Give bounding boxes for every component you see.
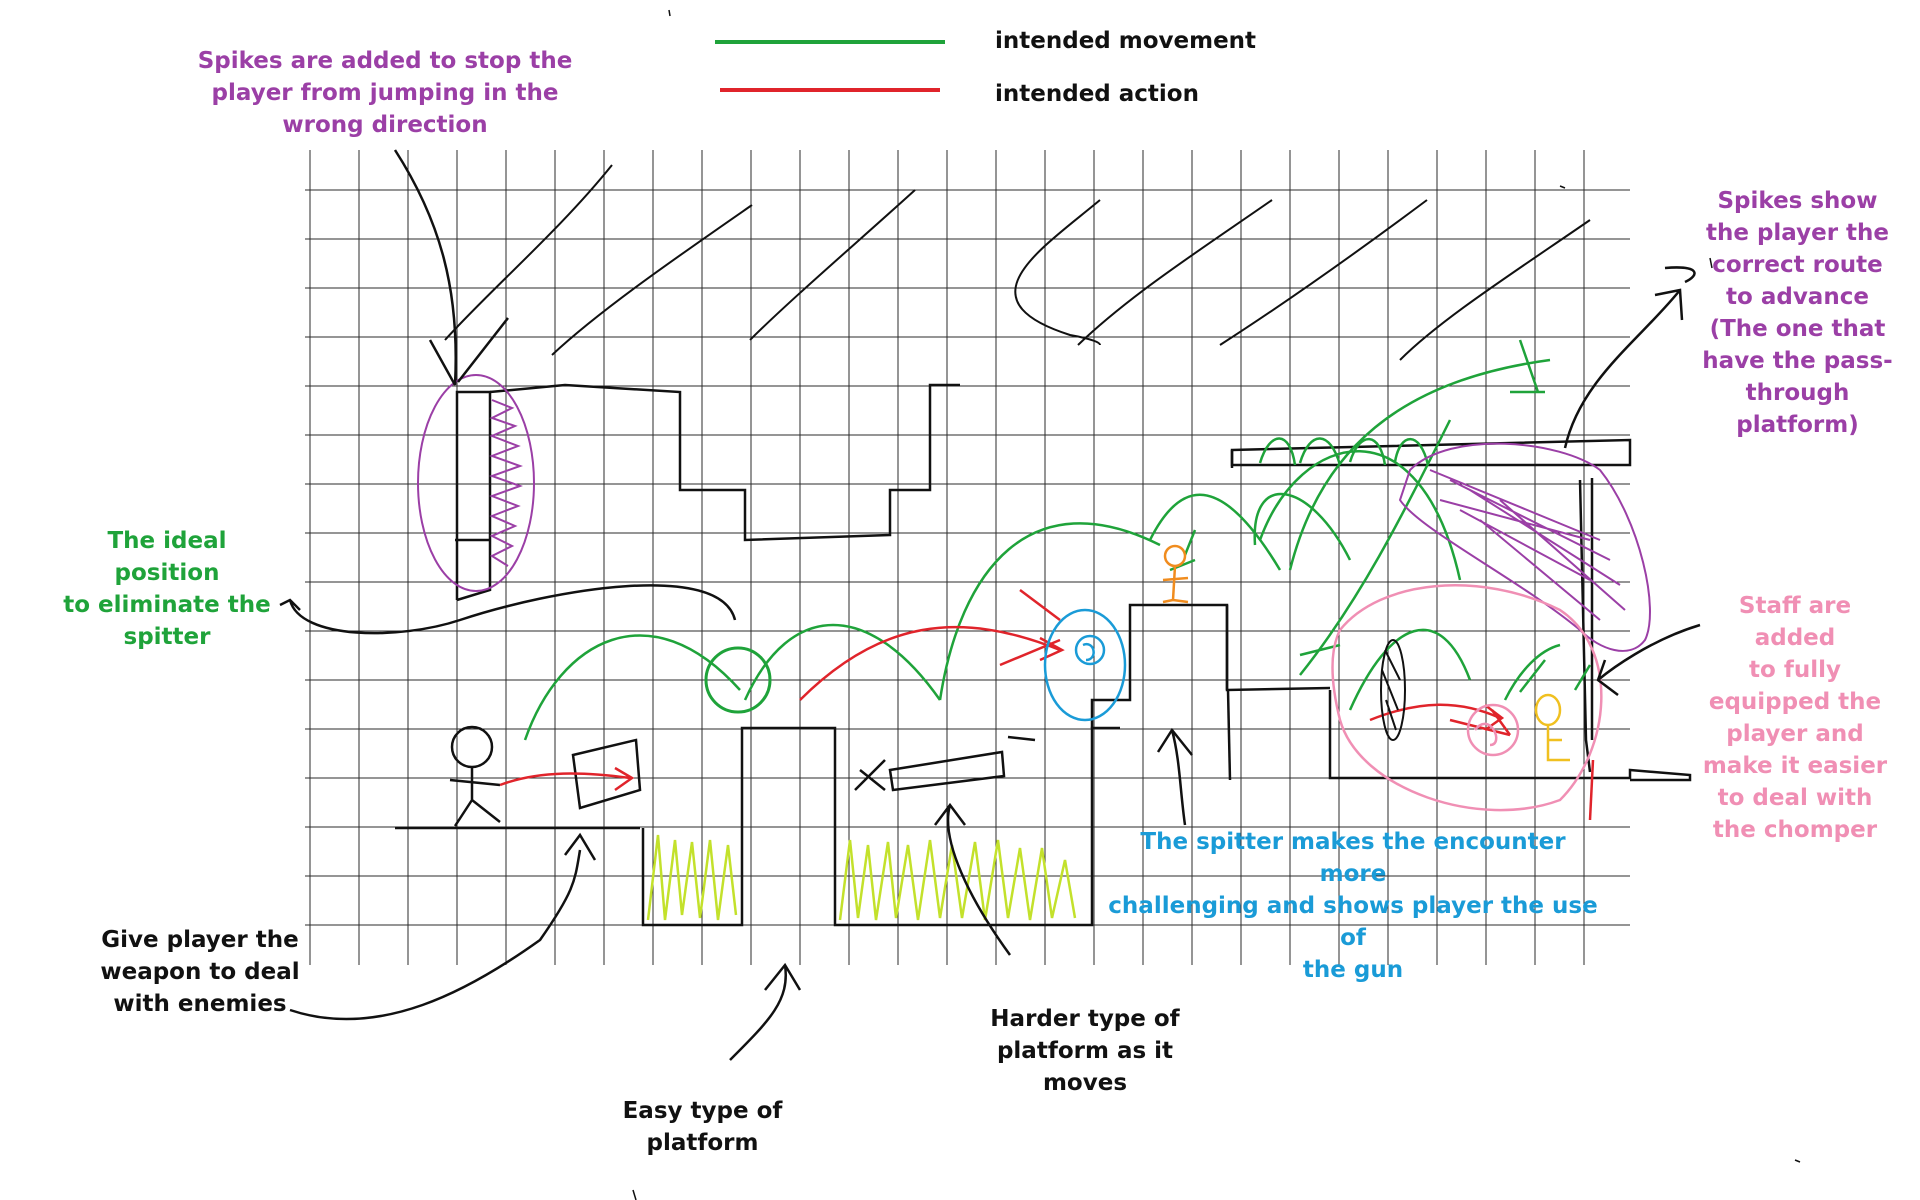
chomper-enemy [1380, 639, 1406, 741]
annotation-ideal-position: The ideal position to eliminate the spit… [63, 528, 271, 650]
spitter-eye [1074, 634, 1106, 666]
level-outline [395, 383, 1692, 927]
movement-paths [523, 339, 1592, 741]
stray-marks [632, 9, 1801, 1200]
legend-movement-label: intended movement [995, 28, 1257, 54]
orange-enemy-figure [1162, 544, 1189, 604]
spikes-left-circle [417, 374, 535, 592]
annotation-harder-platform: Harder type of platform as it moves [990, 1006, 1180, 1096]
annotation-staff-added: Staff are added to fully equipped the pl… [1702, 593, 1888, 843]
pointer-arrows [279, 149, 1701, 1061]
ceiling-hatching [444, 164, 1591, 361]
legend [715, 40, 945, 92]
annotation-easy-platform: Easy type of platform [622, 1098, 783, 1156]
ideal-position-circle [704, 646, 772, 714]
legend-action-label: intended action [995, 81, 1199, 107]
spikes-left [417, 374, 535, 592]
annotation-spitter-encounter: The spitter makes the encounter more cha… [1108, 829, 1598, 983]
annotation-spikes-wrong-direction: Spikes are added to stop the player from… [197, 48, 573, 138]
grass-hatching [646, 834, 1077, 921]
staff-marker [1331, 584, 1603, 812]
spitter-marker [1043, 608, 1127, 722]
action-paths [499, 589, 1595, 821]
graph-paper-grid [305, 150, 1630, 965]
annotation-give-weapon: Give player the weapon to deal with enem… [100, 927, 300, 1017]
staff-item [1534, 693, 1570, 762]
player-figure [449, 725, 501, 827]
spikes-right [1398, 442, 1651, 652]
annotation-spikes-correct-route: Spikes show the player the correct route… [1702, 188, 1893, 438]
player-head [450, 725, 494, 769]
spitter-circle [1043, 608, 1127, 722]
